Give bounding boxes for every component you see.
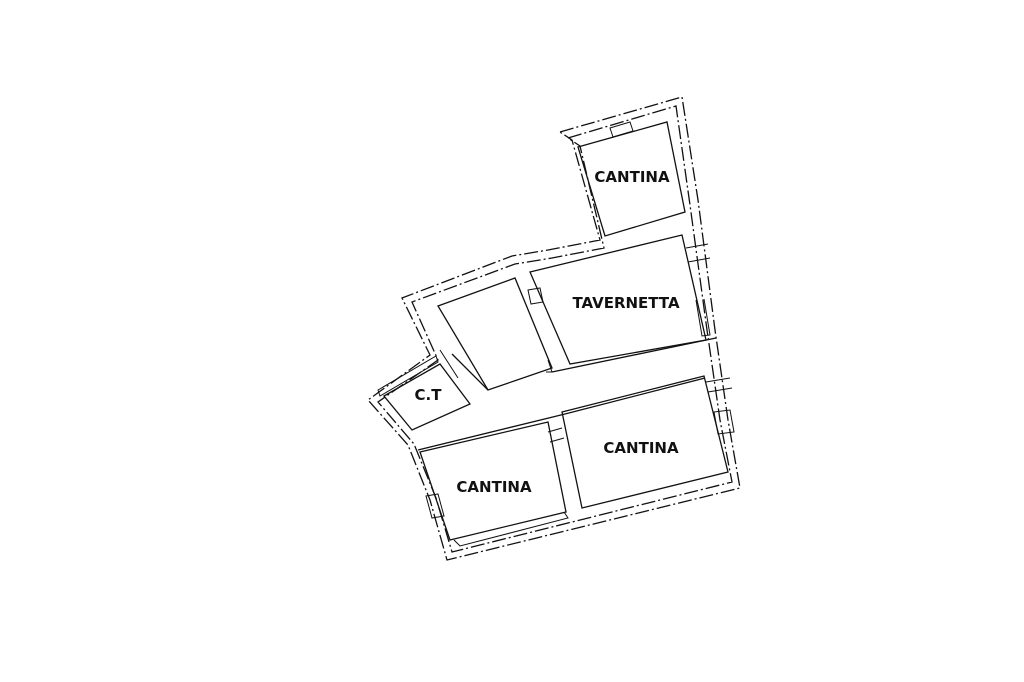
room-cantina-top: CANTINA: [577, 121, 686, 237]
corridor: [417, 337, 717, 451]
room-label-ct: C.T: [415, 386, 443, 404]
room-label-tavernetta: TAVERNETTA: [572, 294, 680, 312]
room-ct: C.T: [377, 349, 472, 431]
room-label-cantina-right: CANTINA: [603, 439, 679, 457]
room-cantina-right: CANTINA: [547, 375, 735, 509]
room-label-cantina-top: CANTINA: [594, 168, 670, 186]
outer-wall: [367, 96, 741, 561]
room-label-cantina-left: CANTINA: [456, 478, 532, 496]
room-cantina-left: CANTINA: [419, 421, 569, 547]
